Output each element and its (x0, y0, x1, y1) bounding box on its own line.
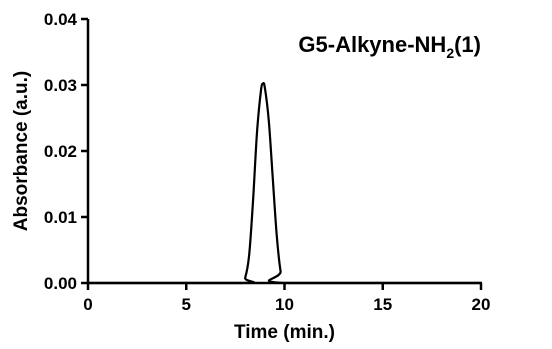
y-tick-label: 0.03 (44, 76, 77, 95)
y-ticks: 0.00 0.01 0.02 0.03 0.04 (44, 10, 88, 293)
chart-title: G5-Alkyne-NH2(1) (298, 32, 481, 61)
chart-title-subscript: 2 (446, 45, 454, 61)
x-tick-label: 10 (275, 295, 294, 314)
x-tick-label: 15 (373, 295, 392, 314)
chart-title-suffix: (1) (454, 32, 481, 57)
x-ticks: 0 5 10 15 20 (83, 283, 490, 314)
y-tick-label: 0.02 (44, 142, 77, 161)
x-tick-label: 5 (182, 295, 191, 314)
axes (86, 19, 482, 285)
chart-title-main: G5-Alkyne-NH (298, 32, 446, 57)
y-tick-label: 0.04 (44, 10, 78, 29)
x-tick-label: 0 (83, 295, 92, 314)
y-tick-label: 0.00 (44, 274, 77, 293)
x-tick-label: 20 (472, 295, 491, 314)
y-tick-label: 0.01 (44, 208, 77, 227)
y-axis-title: Absorbance (a.u.) (11, 71, 32, 231)
series-line (87, 81, 481, 285)
x-axis-title: Time (min.) (234, 322, 335, 343)
